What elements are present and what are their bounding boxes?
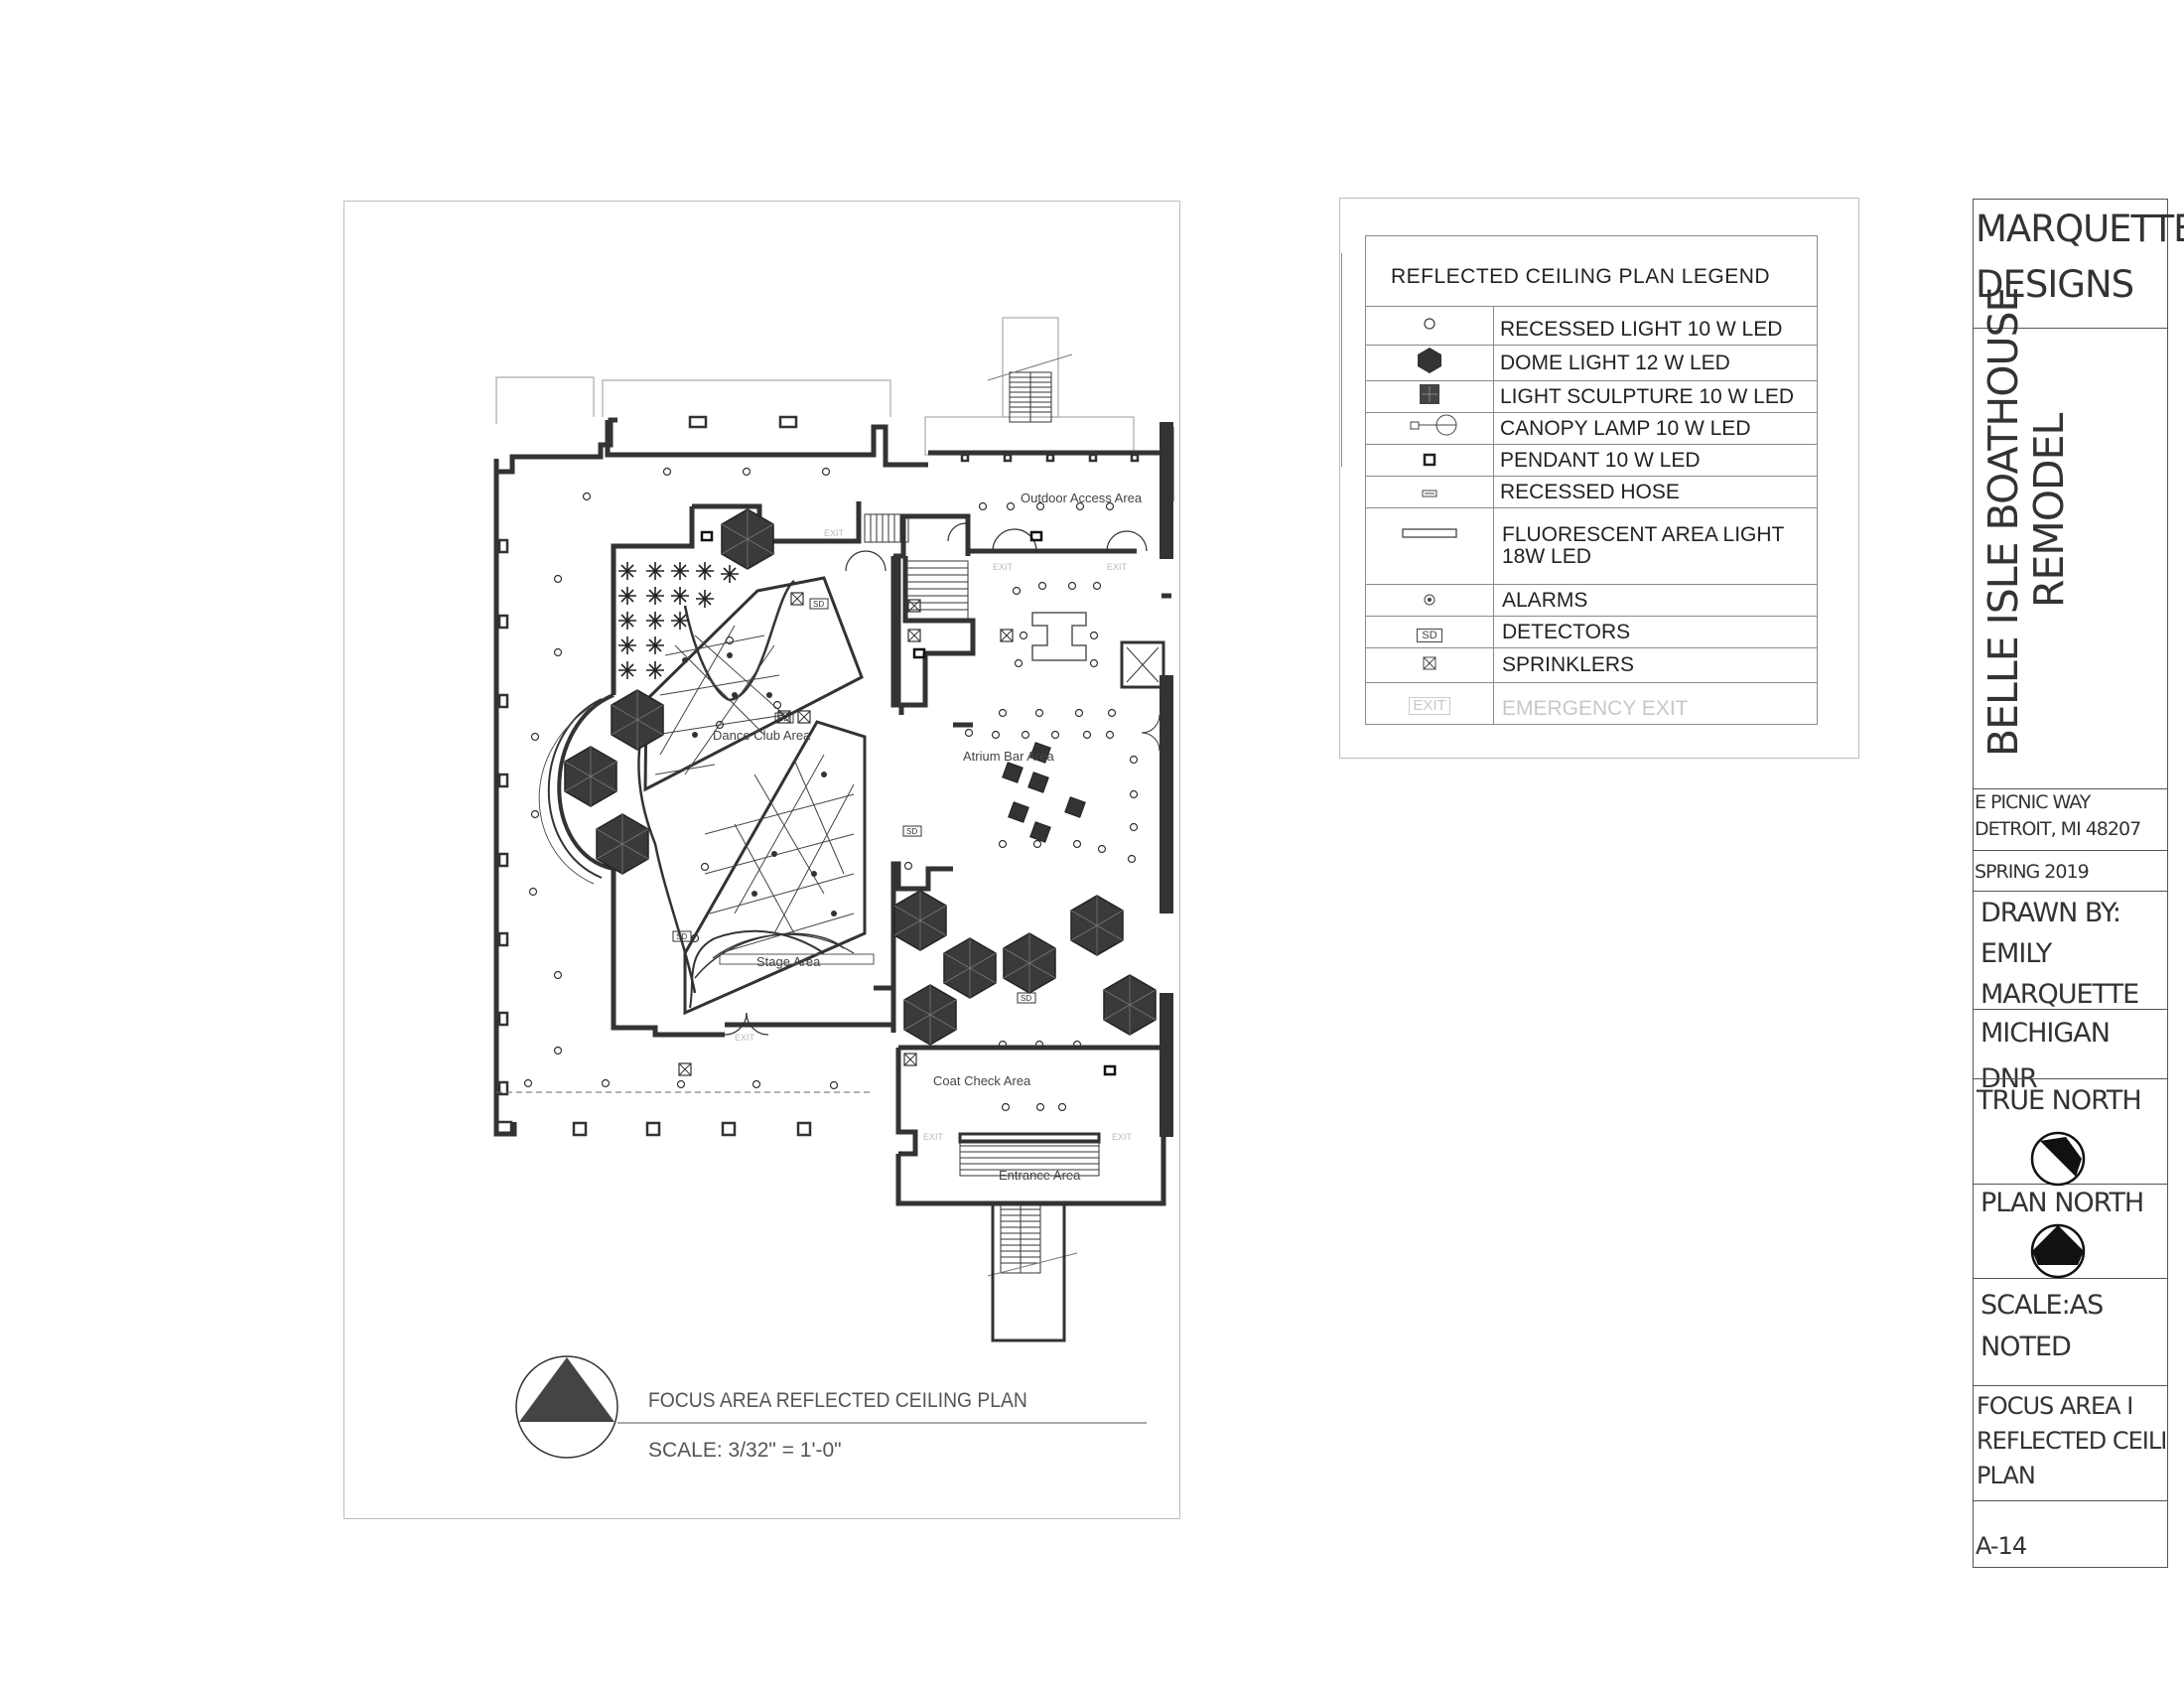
exit-mark: EXIT <box>993 562 1014 572</box>
exit-mark: EXIT <box>735 1033 755 1043</box>
exit-mark: EXIT <box>1112 1132 1133 1142</box>
detector-mark: SD <box>813 600 824 609</box>
detector-mark: SD <box>906 827 917 836</box>
legend-label: RECESSED LIGHT 10 W LED <box>1493 306 1818 346</box>
canopy-lamp-icon <box>1365 412 1494 445</box>
drawn-by-name-2: MARQUETTE <box>1980 979 2139 1010</box>
floor-plan: SD SD SD SD SD EXIT EXIT EXIT EXIT EXIT … <box>493 317 1174 1462</box>
plan-north-cell: PLAN NORTH <box>1974 1184 2167 1279</box>
true-north-icon <box>2030 1131 2086 1187</box>
legend-label: LIGHT SCULPTURE 10 W LED <box>1493 380 1818 413</box>
legend-label: DOME LIGHT 12 W LED <box>1493 345 1818 381</box>
drawing-frame <box>343 201 1180 1519</box>
room-label-entrance: Entrance Area <box>999 1168 1081 1183</box>
pendant-icon <box>1365 444 1494 477</box>
north-arrow-icon <box>515 1355 618 1459</box>
address-line-1: E PICNIC WAY <box>1975 791 2091 813</box>
exit-icon: EXIT <box>1365 682 1494 725</box>
legend-row: EXIT EMERGENCY EXIT <box>1365 682 1818 725</box>
legend-row: RECESSED LIGHT 10 W LED <box>1365 306 1818 346</box>
scale-line-1: SCALE:AS <box>1980 1290 2104 1321</box>
legend-row: FLUORESCENT AREA LIGHT 18W LED <box>1365 507 1818 585</box>
legend-row: RECESSED HOSE <box>1365 476 1818 508</box>
plan-scale: SCALE: 3/32" = 1'-0" <box>648 1439 842 1462</box>
address-line-2: DETROIT, MI 48207 <box>1975 818 2141 840</box>
room-label-dance-club: Dance Club Area <box>713 728 811 743</box>
recessed-light-icon <box>1365 306 1494 346</box>
legend-table: REFLECTED CEILING PLAN LEGEND RECESSED L… <box>1365 235 1818 725</box>
legend-row: PENDANT 10 W LED <box>1365 444 1818 477</box>
legend-label: SPRINKLERS <box>1493 647 1818 683</box>
legend-label: ALARMS <box>1493 584 1818 617</box>
legend-row: LIGHT SCULPTURE 10 W LED <box>1365 380 1818 413</box>
detector-mark: SD <box>1417 628 1442 642</box>
project-line-1: BELLE ISLE BOATHOUSE <box>1979 287 2027 757</box>
recessed-hose-icon <box>1365 476 1494 508</box>
scale-line-2: NOTED <box>1980 1332 2072 1362</box>
project-name: BELLE ISLE BOATHOUSE REMODEL <box>1979 287 2073 757</box>
legend-tick <box>1341 253 1342 467</box>
exit-mark: EXIT <box>923 1132 944 1142</box>
true-north-label: TRUE NORTH <box>1977 1085 2142 1116</box>
detector-mark: SD <box>676 932 687 941</box>
true-north-cell: TRUE NORTH <box>1974 1078 2167 1187</box>
legend-label: PENDANT 10 W LED <box>1493 444 1818 477</box>
sheet-title-line-3: PLAN <box>1977 1462 2036 1489</box>
legend-title: REFLECTED CEILING PLAN LEGEND <box>1365 235 1818 307</box>
sprinkler-icon <box>1365 647 1494 683</box>
exit-mark: EXIT <box>1107 562 1128 572</box>
sheet-title-line-2: REFLECTED CEILING <box>1977 1427 2167 1455</box>
address-cell: E PICNIC WAY DETROIT, MI 48207 <box>1974 789 2167 851</box>
room-label-stage: Stage Area <box>756 954 821 969</box>
drawn-by-cell: DRAWN BY: EMILY MARQUETTE <box>1974 893 2167 1010</box>
legend-label: EMERGENCY EXIT <box>1493 682 1818 725</box>
drawn-by-label: DRAWN BY: <box>1980 898 2121 928</box>
scale-cell: SCALE:AS NOTED <box>1974 1279 2167 1386</box>
legend-row: SPRINKLERS <box>1365 647 1818 683</box>
dome-light-icon <box>1365 345 1494 381</box>
plan-north-icon <box>2030 1223 2086 1279</box>
legend-row: SD DETECTORS <box>1365 616 1818 648</box>
exit-mark: EXIT <box>824 528 845 538</box>
legend-row: ALARMS <box>1365 584 1818 617</box>
light-sculpture-icon <box>1365 380 1494 413</box>
legend-row: DOME LIGHT 12 W LED <box>1365 345 1818 381</box>
sheet-number: A-14 <box>1976 1532 2027 1560</box>
legend-label: RECESSED HOSE <box>1493 476 1818 508</box>
sheet-title-cell: FOCUS AREA I REFLECTED CEILING PLAN <box>1974 1387 2167 1501</box>
plan-title: FOCUS AREA REFLECTED CEILING PLAN <box>648 1389 1027 1412</box>
detector-mark: SD <box>1021 994 1031 1003</box>
term-cell: SPRING 2019 <box>1974 852 2167 892</box>
sheet-title-line-1: FOCUS AREA I <box>1977 1392 2133 1420</box>
project-line-2: REMODEL <box>2025 413 2073 608</box>
room-label-atrium-bar: Atrium Bar Area <box>963 749 1055 764</box>
firm-name: MARQUETTE DESIGNS <box>1974 200 2184 329</box>
legend-label: DETECTORS <box>1493 616 1818 648</box>
legend-row: CANOPY LAMP 10 W LED <box>1365 412 1818 445</box>
project-name-cell: BELLE ISLE BOATHOUSE REMODEL <box>1974 288 2167 789</box>
legend-label: FLUORESCENT AREA LIGHT 18W LED <box>1493 507 1818 585</box>
room-label-outdoor-access: Outdoor Access Area <box>1021 491 1143 505</box>
room-label-coat-check: Coat Check Area <box>933 1073 1031 1088</box>
drawn-by-name-1: EMILY <box>1980 938 2052 969</box>
detector-mark: SD <box>778 714 789 723</box>
plan-north-label: PLAN NORTH <box>1980 1188 2144 1218</box>
detector-icon: SD <box>1365 616 1494 648</box>
legend-label: CANOPY LAMP 10 W LED <box>1493 412 1818 445</box>
fluorescent-light-icon <box>1365 507 1494 585</box>
title-block: MARQUETTE DESIGNS BELLE ISLE BOATHOUSE R… <box>1973 199 2184 1568</box>
exit-mark: EXIT <box>1409 696 1450 715</box>
alarm-icon <box>1365 584 1494 617</box>
client-cell: MICHIGAN DNR <box>1980 1018 2111 1094</box>
